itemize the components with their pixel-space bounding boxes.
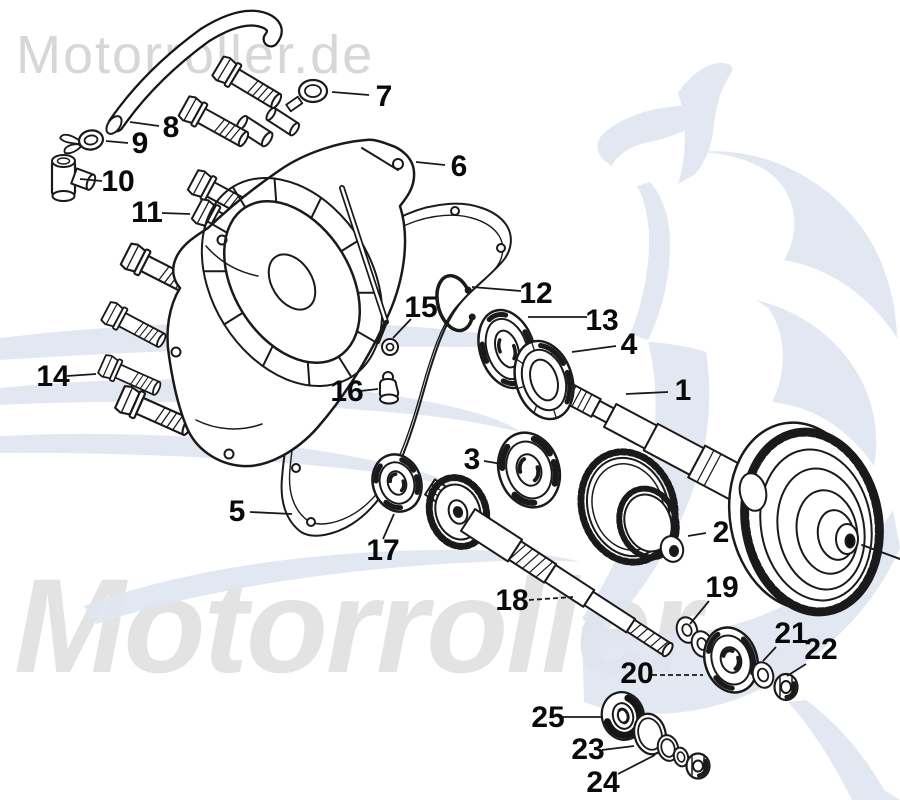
part-label-10: 10 (101, 165, 135, 198)
elbow-fitting (50, 154, 97, 202)
part-label-5: 5 (228, 495, 246, 528)
part-label-1: 1 (674, 374, 692, 407)
extra-leader-line-0 (861, 544, 900, 560)
leader-line-11 (161, 212, 191, 215)
leader-line-2 (687, 532, 707, 537)
leader-line-3 (483, 460, 503, 465)
washer-15 (381, 338, 399, 356)
leader-line-22 (786, 663, 807, 677)
hex-bolt (97, 354, 162, 396)
output-gear (727, 421, 884, 617)
part-label-9: 9 (131, 127, 149, 160)
bearing-20 (703, 626, 759, 694)
leader-line-7 (331, 91, 370, 96)
leader-line-4 (571, 345, 617, 353)
part-label-25: 25 (531, 701, 565, 734)
part-label-12: 12 (519, 277, 553, 310)
shims-and-nut-24 (656, 734, 711, 780)
part-label-2: 2 (712, 516, 730, 549)
leader-line-1 (625, 391, 669, 395)
part-label-8: 8 (162, 111, 180, 144)
part-label-15: 15 (404, 291, 438, 324)
breather-clamp (285, 78, 329, 113)
part-label-14: 14 (36, 360, 70, 393)
leader-line-5 (249, 511, 293, 515)
leader-line-23 (601, 745, 635, 751)
spacer-tube (265, 106, 301, 137)
leader-line-21 (762, 646, 777, 662)
leader-line-15 (392, 318, 412, 339)
transmission-cover (166, 138, 416, 468)
part-label-24: 24 (586, 766, 620, 799)
leader-line-12 (471, 286, 522, 292)
breather-hose (105, 9, 283, 135)
part-label-22: 22 (804, 633, 838, 666)
part-label-21: 21 (774, 617, 808, 650)
part-label-17: 17 (366, 534, 400, 567)
leader-line-8 (129, 121, 160, 127)
part-label-19: 19 (705, 571, 739, 604)
hex-bolt (211, 55, 283, 110)
oil-seal (513, 339, 575, 421)
nut-22 (773, 672, 799, 702)
leader-line-14 (66, 373, 97, 377)
part-label-13: 13 (585, 304, 619, 337)
cover-rod (339, 185, 389, 344)
leader-line-6 (415, 161, 446, 166)
part-label-18: 18 (495, 584, 529, 617)
part-label-3: 3 (463, 443, 481, 476)
leader-line-18 (528, 596, 574, 601)
circlip (435, 273, 476, 333)
part-label-11: 11 (131, 196, 163, 229)
leader-line-9 (105, 140, 129, 144)
gear-cluster (577, 448, 685, 566)
bearing-17 (371, 453, 423, 513)
washer-21 (751, 661, 775, 689)
part-label-7: 7 (375, 80, 393, 113)
part-label-16: 16 (330, 375, 364, 408)
leader-line-17 (382, 513, 395, 540)
part-label-20: 20 (620, 657, 654, 690)
leader-line-19 (689, 600, 710, 625)
hex-bolt (177, 95, 250, 148)
hose-clamp (59, 129, 105, 155)
leader-line-24 (617, 754, 656, 775)
leader-line-16 (359, 388, 379, 392)
bearing-3 (496, 431, 562, 509)
leader-line-10 (79, 178, 103, 182)
hex-bolt (100, 301, 167, 348)
part-label-4: 4 (620, 328, 638, 361)
plug-16 (378, 371, 400, 405)
part-label-6: 6 (450, 150, 468, 183)
countershaft (424, 474, 674, 658)
part-label-23: 23 (571, 733, 605, 766)
